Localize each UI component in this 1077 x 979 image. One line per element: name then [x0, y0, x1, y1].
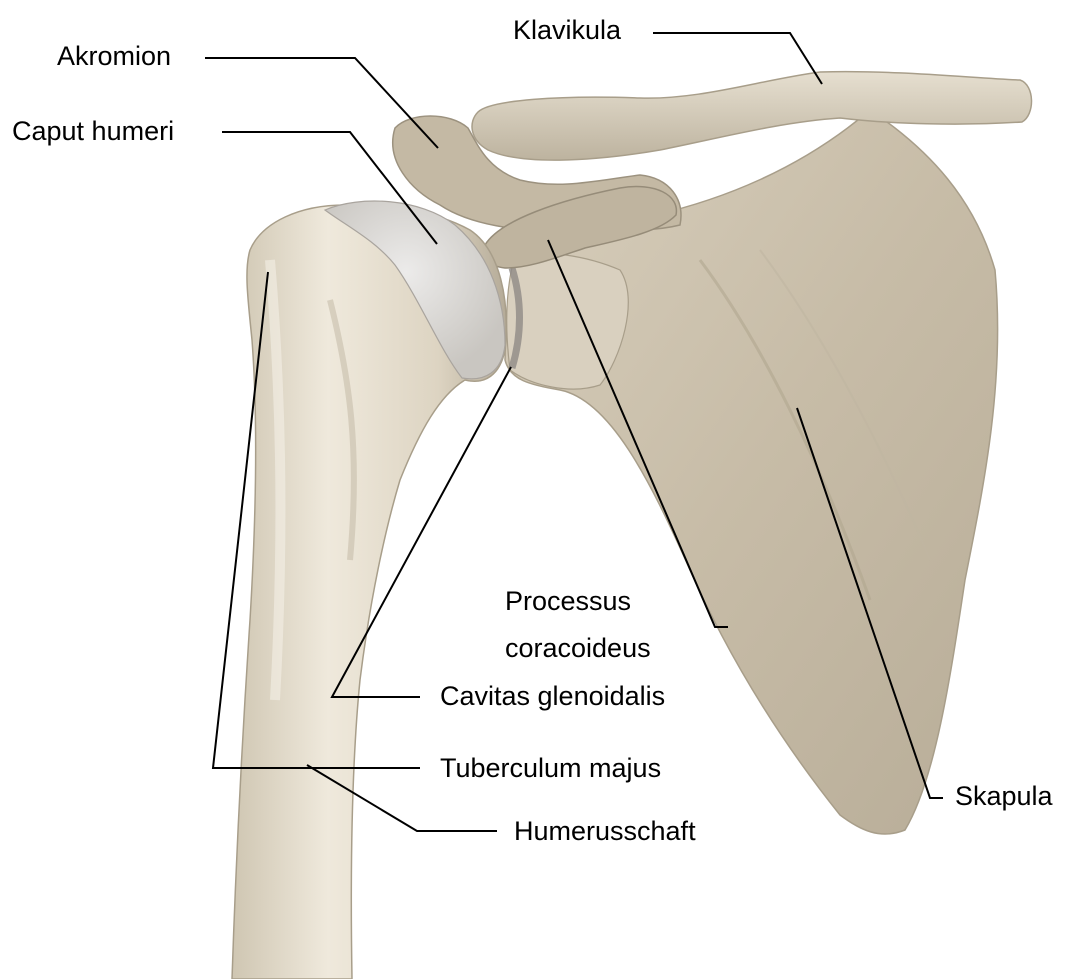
label-akromion: Akromion: [57, 43, 171, 70]
clavicle-shape: [472, 72, 1032, 160]
label-processus-coracoideus: Processus coracoideus: [505, 578, 651, 672]
label-klavikula: Klavikula: [513, 17, 621, 44]
label-tuberculum-majus: Tuberculum majus: [440, 755, 661, 782]
label-processus-line1: Processus: [505, 578, 651, 625]
label-cavitas-glenoidalis: Cavitas glenoidalis: [440, 683, 665, 710]
label-skapula: Skapula: [955, 783, 1053, 810]
label-processus-line2: coracoideus: [505, 625, 651, 672]
label-humerusschaft: Humerusschaft: [514, 818, 696, 845]
label-caput-humeri: Caput humeri: [12, 118, 174, 145]
